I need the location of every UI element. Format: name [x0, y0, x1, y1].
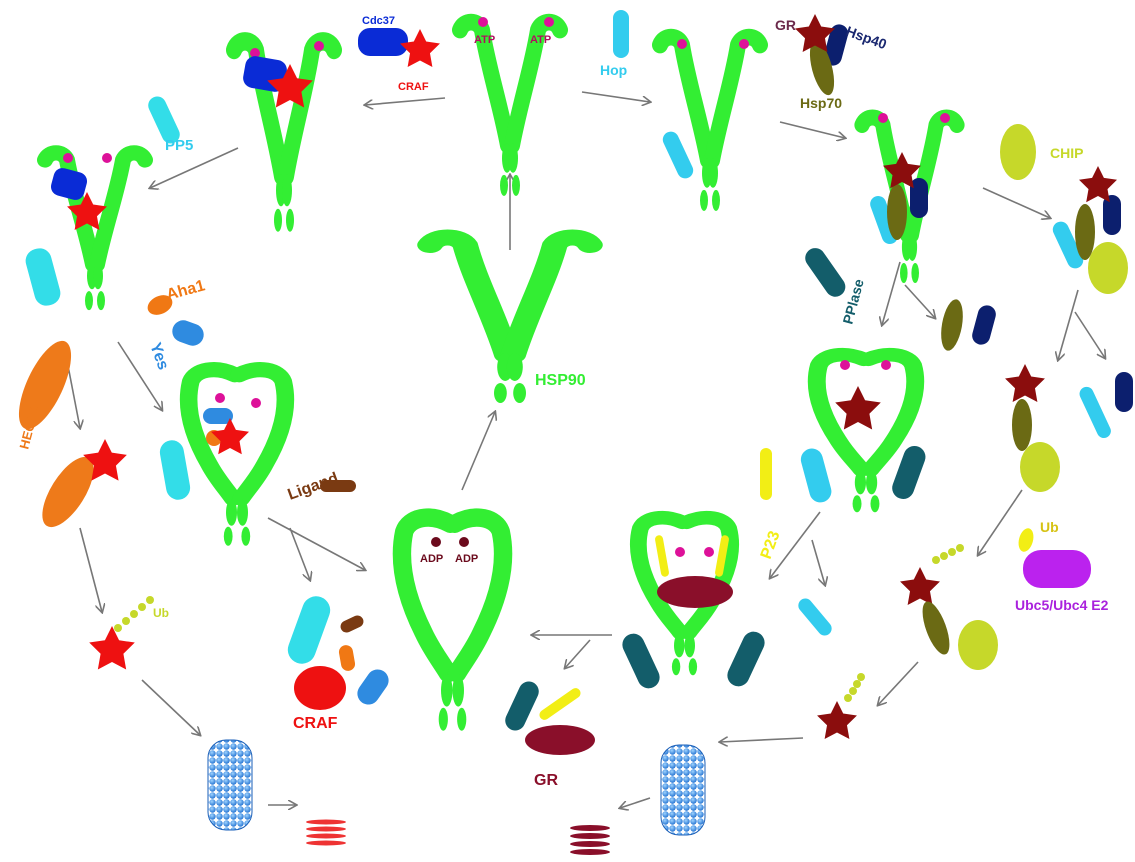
adp-label-left: ADP [420, 553, 443, 565]
released-craf-complex: CRAF [284, 592, 393, 732]
hsp90-adp-dimer: ADP ADP [402, 518, 503, 731]
pplase-component: PPlase [801, 244, 867, 326]
proteasome-left [208, 740, 252, 830]
released-hop-bottom [795, 596, 834, 639]
arrow-top-left [365, 98, 445, 105]
proteasome-right [661, 745, 705, 835]
gr-fragments [570, 825, 610, 855]
craf-label-bottom: CRAF [293, 715, 338, 732]
atp-label-right: ATP [530, 34, 551, 46]
ubc-shape [1023, 550, 1091, 588]
ub-ubc-component: Ub Ubc5/Ubc4 E2 [1015, 519, 1109, 613]
chip-client-complex [1050, 166, 1128, 294]
arrow-to-proteasome-right [720, 738, 803, 742]
pplase-shape [801, 244, 849, 301]
ubc-label: Ubc5/Ubc4 E2 [1015, 597, 1109, 613]
arrow-to-hsp90-center [462, 412, 495, 490]
arrow-to-ub-chain-right [878, 662, 918, 705]
arrow-to-hop-release-bottom [812, 540, 825, 585]
arrow-to-ub-right [978, 490, 1022, 555]
hsp90-pplase-dimer [798, 355, 928, 513]
atp-dot-right [544, 17, 554, 27]
arrow-to-hop-release [1075, 312, 1105, 358]
adp-dot-left [431, 537, 441, 547]
hop-label: Hop [600, 62, 627, 78]
chip-shape [1000, 124, 1036, 180]
chip-component: CHIP [1000, 124, 1083, 180]
adp-label-right: ADP [455, 553, 478, 565]
arrow-right-upper [780, 122, 845, 138]
hsp90-cdc37-craf-dimer [234, 41, 334, 232]
released-gr-complex: GR [502, 678, 595, 789]
p23-label: P23 [758, 529, 784, 562]
hsp90-hop-dimer [660, 37, 760, 211]
cdc37-label: Cdc37 [362, 15, 395, 27]
hsp40-label: Hsp40 [844, 23, 889, 52]
aha1-yes-component: Aha1 Yes [144, 277, 207, 372]
hsp90-open-atp: ATP ATP [460, 17, 560, 196]
arrow-to-adp-dimer [268, 518, 365, 570]
aha1-label: Aha1 [165, 277, 207, 304]
arrow-left-upper [150, 148, 238, 188]
adp-dot-right [459, 537, 469, 547]
ubiquitinated-gr-complex [900, 544, 998, 670]
hsp90-center: HSP90 [430, 238, 590, 404]
hectd3-shape [8, 334, 81, 436]
gr-hsp40-hsp70-complex: GR Hsp40 Hsp70 [775, 14, 889, 111]
pp5-label: PP5 [165, 137, 193, 154]
atp-dot-left [478, 17, 488, 27]
craf-hectd3-complex [32, 439, 126, 535]
hectd3-component: HECTD3 [8, 334, 81, 451]
hsp90-aha1-dimer [158, 370, 285, 546]
p23-shape [760, 448, 772, 500]
atp-label-left: ATP [474, 34, 495, 46]
p23-component: P23 [758, 448, 784, 561]
arrow-right-chip [983, 188, 1050, 218]
craf-fragments [306, 820, 346, 846]
ub-label-left: Ub [153, 606, 169, 620]
hop-shape [613, 10, 629, 58]
yes-shape [169, 317, 207, 349]
arrow-to-hsp70-release [905, 285, 935, 318]
arrow-to-chip-complex [1058, 290, 1078, 360]
chip-label: CHIP [1050, 145, 1083, 161]
arrow-to-pplase-dimer [882, 262, 900, 325]
arrow-top-right [582, 92, 650, 102]
ub-chain-gr [817, 673, 865, 739]
cdc37-shape [358, 28, 408, 56]
hsp90-p23-gr-dimer [619, 518, 768, 692]
arrow-to-fragments-right [620, 798, 650, 808]
hsp90-gr-client-dimer [862, 113, 957, 283]
hsp70-label: Hsp70 [800, 95, 842, 111]
gr-label-top: GR [775, 17, 796, 33]
ligand-label: Ligand [286, 470, 341, 504]
arrow-to-proteasome-left [142, 680, 200, 735]
gr-label-bottom: GR [534, 772, 558, 789]
released-hsp70-hsp40 [938, 298, 998, 353]
hsp90-pp5-dimer [23, 153, 145, 310]
ligand-component: Ligand [286, 470, 356, 504]
yes-label: Yes [146, 341, 171, 373]
hop-component: Hop [600, 10, 629, 78]
craf-label-top: CRAF [398, 81, 429, 93]
ub-label-right: Ub [1040, 519, 1059, 535]
hsp90-label: HSP90 [535, 372, 586, 389]
cdc37-craf-complex: Cdc37 CRAF [358, 15, 440, 93]
arrow-to-gr-release [565, 640, 590, 668]
chip-degradation-complex [1005, 364, 1133, 492]
arrow-to-ub-left [80, 528, 102, 612]
pp5-component: PP5 [145, 94, 193, 154]
